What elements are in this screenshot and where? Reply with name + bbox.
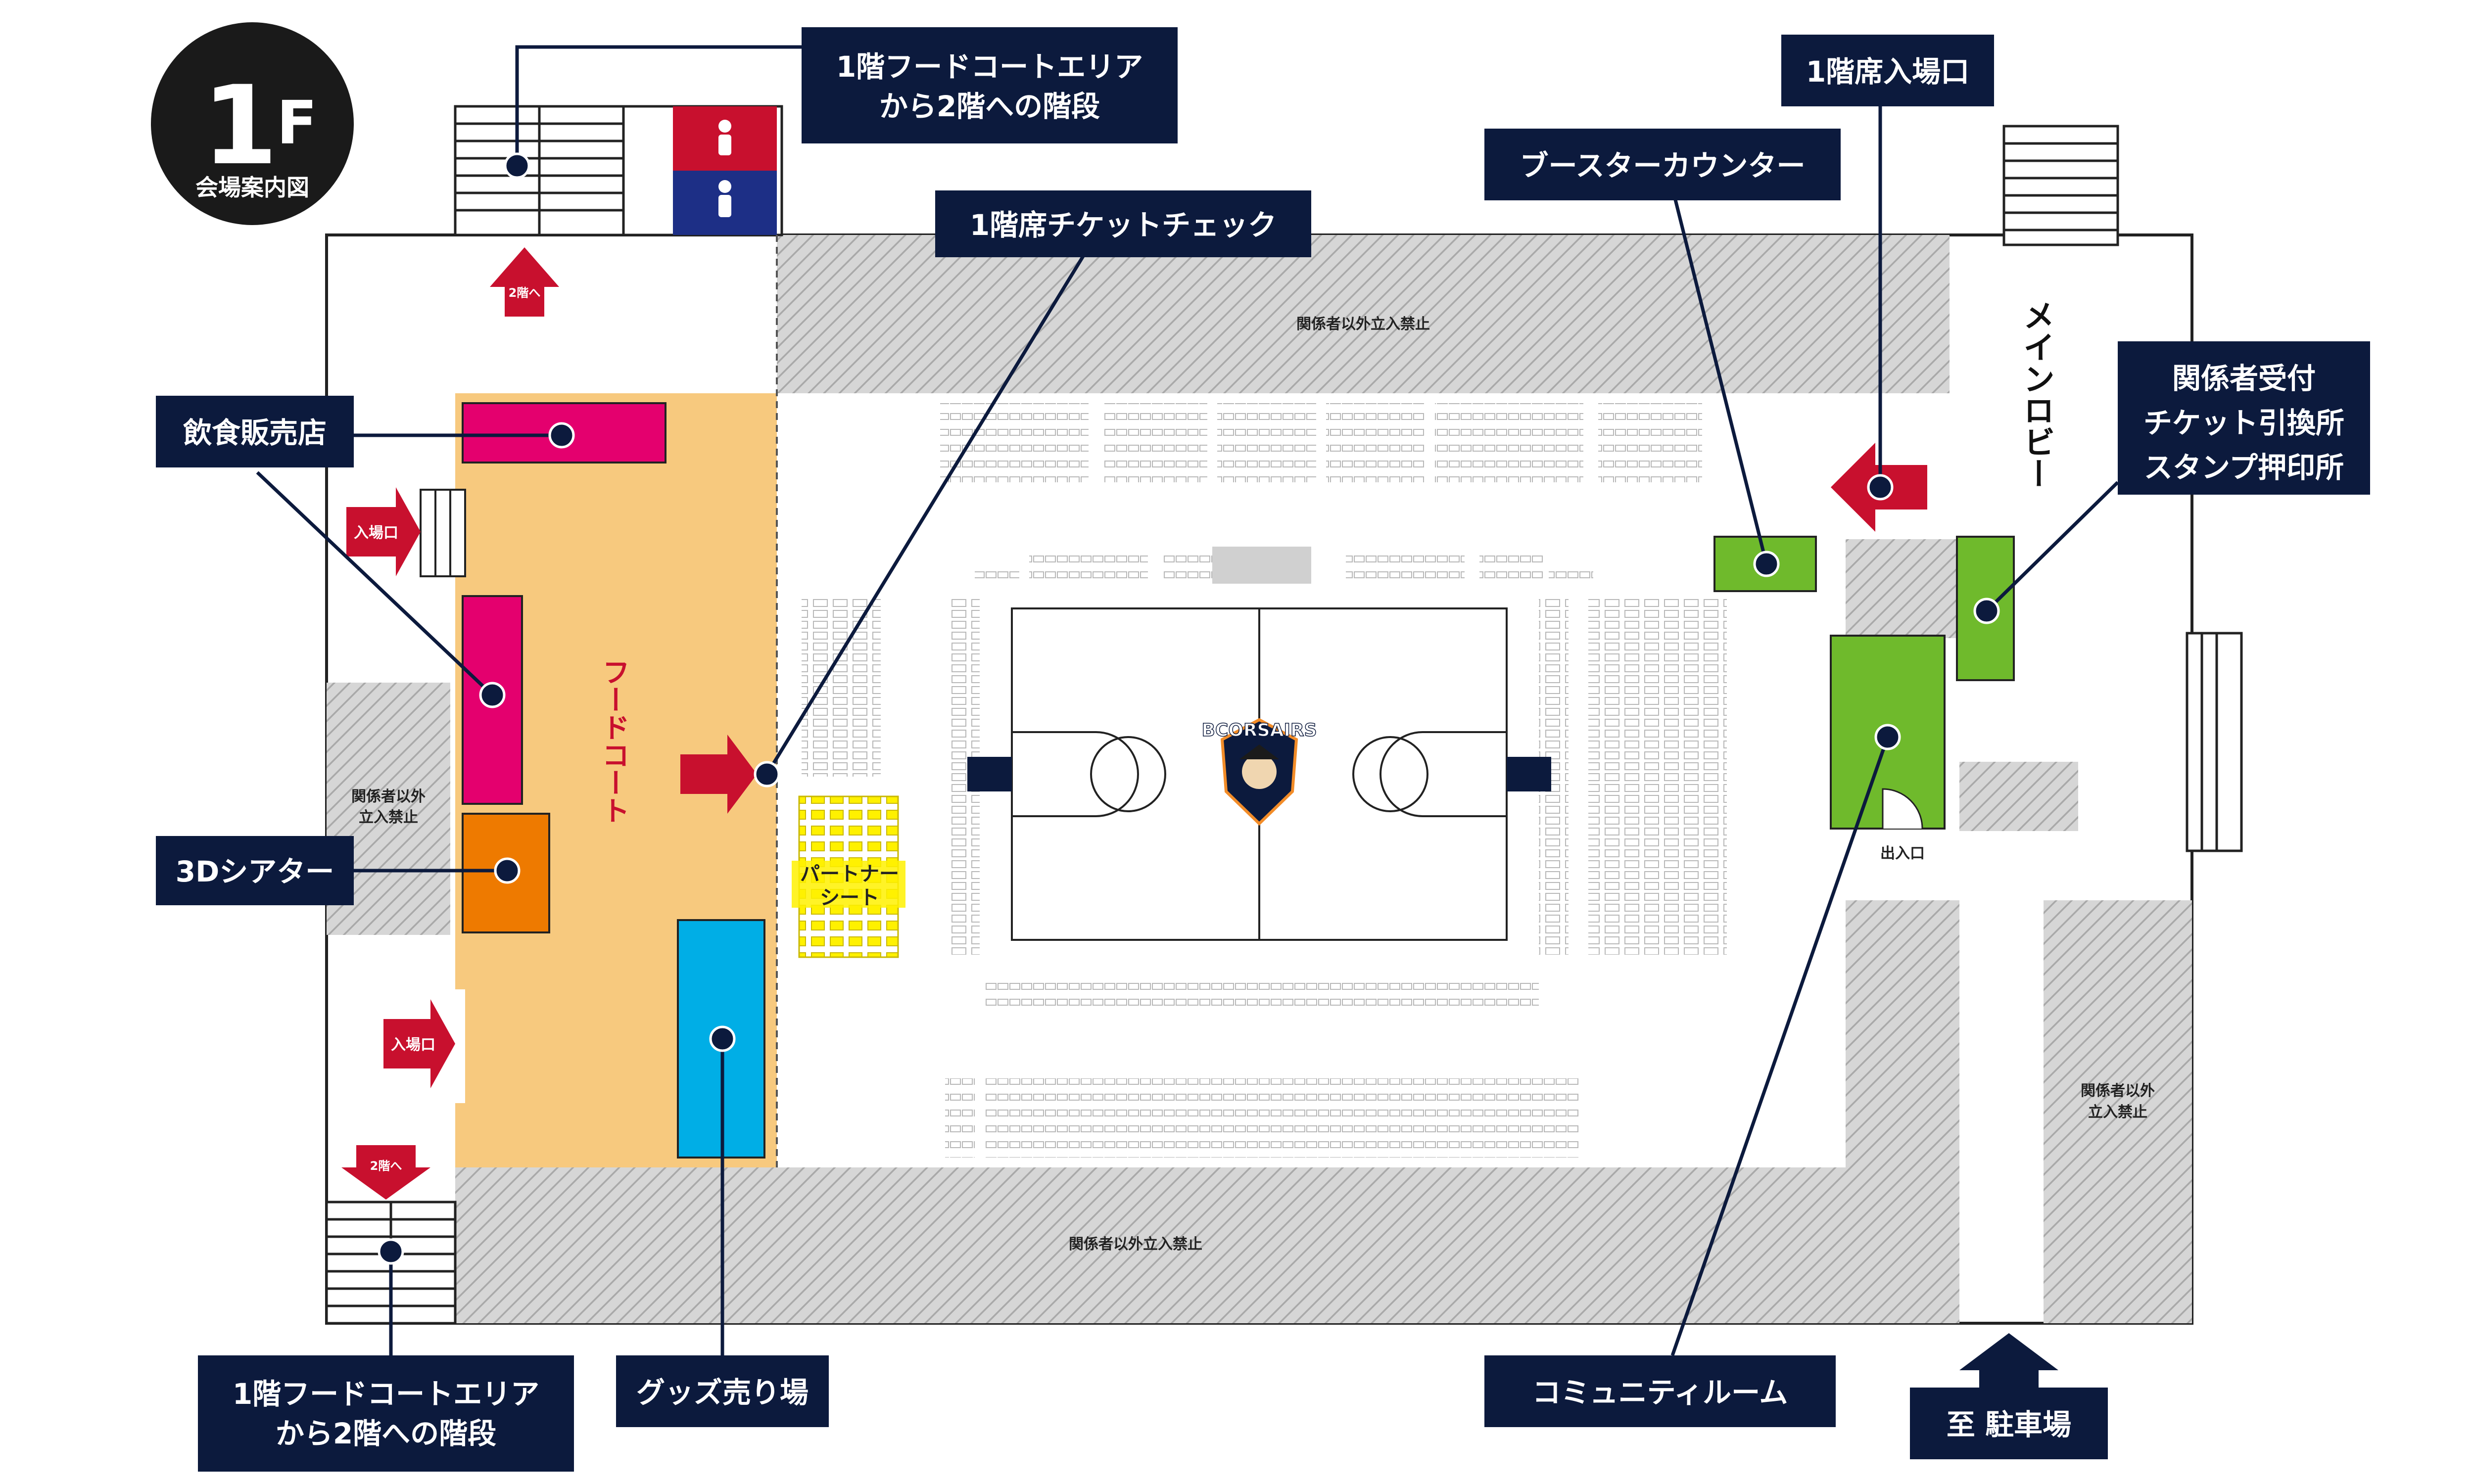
callout-stairs-bottom: 1階フードコートエリア から2階への階段 bbox=[198, 1355, 574, 1472]
team-bench-left bbox=[967, 757, 1012, 791]
food-court-label: フードコート bbox=[598, 658, 630, 824]
booster-counter-block bbox=[1713, 536, 1817, 592]
restricted-label-right-1: 関係者以外 bbox=[2081, 1082, 2155, 1100]
callout-entrance-1f-text: 1階席入場口 bbox=[1806, 55, 1969, 89]
restricted-bottom bbox=[455, 1167, 1959, 1323]
team-logo-icon: BCORSAIRS bbox=[1201, 718, 1317, 826]
female-toilet-icon bbox=[718, 180, 731, 217]
floor-caption: 会場案内図 bbox=[195, 174, 309, 201]
team-bench-right bbox=[1507, 757, 1551, 791]
floor-suffix: F bbox=[277, 89, 317, 158]
callout-community-room: コミュニティルーム bbox=[1484, 1355, 1836, 1427]
callout-ticket-check: 1階席チケットチェック bbox=[935, 190, 1311, 257]
callout-stairs-top-line2: から2階への階段 bbox=[879, 90, 1100, 123]
arrow-up-icon: 2階へ bbox=[490, 247, 559, 317]
to-2f-label-top: 2階へ bbox=[509, 286, 541, 300]
restricted-lobby-right bbox=[1959, 762, 2078, 831]
callout-booster-counter-text: ブースターカウンター bbox=[1520, 149, 1805, 183]
callout-stairs-top: 1階フードコートエリア から2階への階段 bbox=[802, 27, 1178, 143]
restricted-label-left-1: 関係者以外 bbox=[351, 788, 426, 805]
to-2f-label-bottom: 2階へ bbox=[370, 1159, 402, 1173]
callout-reception-line2: チケット引換所 bbox=[2143, 406, 2344, 440]
callout-ticket-check-text: 1階席チケットチェック bbox=[970, 208, 1277, 242]
restricted-label-bottom: 関係者以外立入禁止 bbox=[1069, 1236, 1202, 1253]
arrow-right-icon bbox=[680, 735, 757, 814]
callout-reception: 関係者受付 チケット引換所 スタンプ押印所 bbox=[2118, 341, 2370, 495]
exit-entrance-label: 出入口 bbox=[1880, 845, 1925, 862]
callout-stairs-bottom-line2: から2階への階段 bbox=[276, 1417, 496, 1450]
callout-parking-text: 至 駐車場 bbox=[1947, 1408, 2071, 1441]
callout-theater-3d: 3Dシアター bbox=[156, 836, 354, 905]
callout-stairs-bottom-line1: 1階フードコートエリア bbox=[233, 1377, 539, 1411]
parking-arrow-icon bbox=[1959, 1333, 2058, 1390]
floor-number: 1 bbox=[202, 62, 278, 189]
callout-theater-3d-text: 3Dシアター bbox=[176, 855, 334, 888]
seating-sides bbox=[802, 599, 1727, 955]
restricted-label-top: 関係者以外立入禁止 bbox=[1296, 316, 1430, 333]
callout-entrance-1f: 1階席入場口 bbox=[1781, 35, 1994, 106]
leader-dots bbox=[378, 152, 2000, 1265]
main-lobby-label: メインロビー bbox=[2018, 299, 2054, 489]
floor-badge: 1 F 会場案内図 bbox=[151, 22, 354, 225]
callout-reception-line3: スタンプ押印所 bbox=[2144, 451, 2344, 484]
entrance-label-lower: 入場口 bbox=[391, 1036, 435, 1054]
restricted-top bbox=[777, 235, 1950, 393]
restricted-label-left-2: 立入禁止 bbox=[359, 809, 418, 826]
callout-stairs-top-line1: 1階フードコートエリア bbox=[836, 50, 1143, 84]
restricted-lobby-strip bbox=[1846, 539, 1959, 638]
partner-seat-label-2: シート bbox=[820, 886, 879, 909]
seating-lower bbox=[945, 977, 1578, 1158]
callout-food-shop-text: 飲食販売店 bbox=[183, 416, 327, 450]
entrance-label-upper: 入場口 bbox=[354, 524, 398, 542]
restricted-right-bottom bbox=[2044, 900, 2192, 1323]
stairs-top-right bbox=[2002, 125, 2119, 246]
callout-reception-line1: 関係者受付 bbox=[2172, 362, 2316, 395]
leader-lines bbox=[256, 45, 2119, 1356]
arrow-down-icon: 2階へ bbox=[341, 1145, 430, 1200]
seating-upper bbox=[940, 403, 1702, 584]
entrance-door-upper bbox=[420, 489, 466, 577]
lobby-door bbox=[2186, 632, 2243, 852]
callout-goods: グッズ売り場 bbox=[616, 1355, 829, 1427]
entrance-arrow-upper: 入場口 bbox=[346, 487, 421, 576]
restricted-label-right-2: 立入禁止 bbox=[2088, 1104, 2147, 1121]
callout-food-shop: 飲食販売店 bbox=[156, 396, 354, 467]
partner-seat-label-1: パートナー bbox=[800, 863, 899, 885]
callout-parking: 至 駐車場 bbox=[1910, 1333, 2108, 1459]
restricted-right-mid bbox=[1846, 900, 1959, 1167]
stairs-top-left bbox=[454, 105, 625, 236]
toilet-block bbox=[622, 105, 783, 236]
callout-community-room-text: コミュニティルーム bbox=[1532, 1376, 1788, 1409]
team-logo-text: BCORSAIRS bbox=[1201, 720, 1317, 741]
male-toilet-icon bbox=[718, 120, 731, 155]
callout-booster-counter: ブースターカウンター bbox=[1484, 129, 1841, 200]
entrance-arrow-lower: 入場口 bbox=[383, 999, 455, 1088]
callout-goods-text: グッズ売り場 bbox=[636, 1376, 809, 1409]
